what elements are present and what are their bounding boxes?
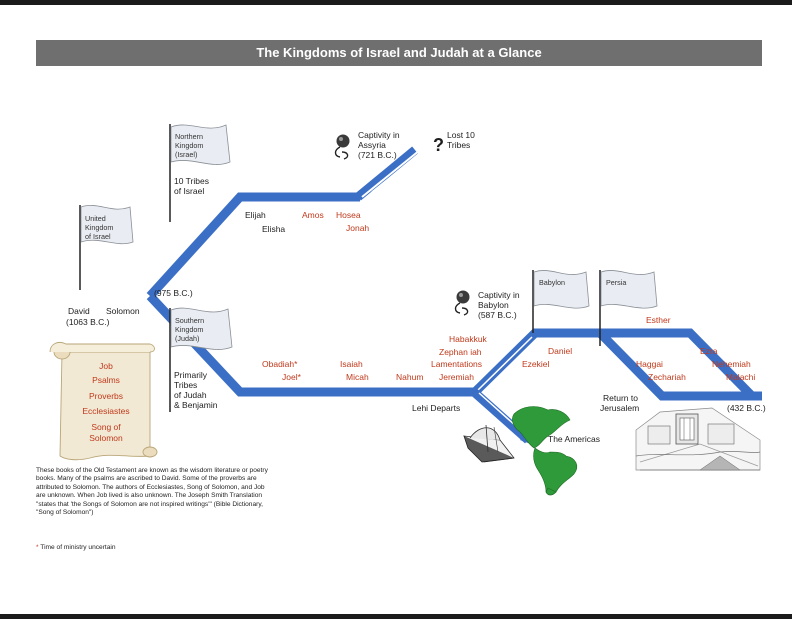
book-proverbs: Proverbs — [89, 391, 123, 401]
book-psalms: Psalms — [92, 375, 120, 385]
lost-tribes-label: Lost 10 — [447, 130, 475, 140]
prophet-ezra: Ezra — [700, 346, 718, 356]
flag-united-kingdom: United Kingdom of Israel — [79, 205, 134, 290]
babylon-track-highlight — [477, 336, 533, 391]
flag-label-line: Northern — [175, 132, 203, 141]
prophet-micah: Micah — [346, 372, 369, 382]
tribes-judah-label: Tribes — [174, 380, 197, 390]
wisdom-literature-note: These books of the Old Testament are kno… — [36, 467, 268, 517]
assyria-dispersal-track — [355, 146, 426, 201]
prophet-labels: Elijah Elisha Amos Hosea Jonah Obadiah* … — [245, 210, 755, 382]
prophet-zechariah: Zechariah — [648, 372, 686, 382]
prophet-malachi: Malachi — [726, 372, 755, 382]
tribes-judah-label: & Benjamin — [174, 400, 218, 410]
david-date: (1063 B.C.) — [66, 317, 110, 327]
prophet-elisha: Elisha — [262, 224, 285, 234]
ship-icon — [463, 424, 515, 463]
flag-persia: Persia — [599, 270, 658, 346]
tribes-judah-label: of Judah — [174, 390, 207, 400]
temple-icon — [635, 407, 761, 471]
prophet-obadiah: Obadiah* — [262, 359, 298, 369]
prophet-habakkuk: Habakkuk — [449, 334, 488, 344]
flag-label-line: Kingdom — [85, 223, 113, 232]
flag-label-line: Kingdom — [175, 325, 203, 334]
prophet-isaiah: Isaiah — [340, 359, 363, 369]
americas-map-icon — [512, 406, 578, 496]
northern-kingdom-track — [146, 192, 360, 300]
flag-label-line: (Judah) — [175, 334, 199, 343]
solomon-label: Solomon — [106, 306, 140, 316]
flag-label-line: United — [85, 214, 106, 223]
flag-label-line: Southern — [175, 316, 204, 325]
babylon-captivity-label: (587 B.C.) — [478, 310, 517, 320]
babylon-captivity-label: Babylon — [478, 300, 509, 310]
prophet-ezekiel: Ezekiel — [522, 359, 550, 369]
flag-northern-kingdom: Northern Kingdom (Israel) — [169, 124, 231, 222]
prophet-daniel: Daniel — [548, 346, 572, 356]
assyria-captivity-label: Captivity in — [358, 130, 400, 140]
top-border — [0, 0, 792, 5]
prophet-joel: Joel* — [282, 372, 302, 382]
ten-tribes-label: 10 Tribes — [174, 176, 209, 186]
lost-tribes-label: Tribes — [447, 140, 470, 150]
prophet-zephaniah: Zephan iah — [439, 347, 482, 357]
return-track — [596, 329, 752, 401]
shackle-icon — [334, 134, 350, 160]
book-solomon: Solomon — [89, 433, 123, 443]
flag-label-line: Kingdom — [175, 141, 203, 150]
footnote-text: Time of ministry uncertain — [40, 544, 116, 551]
flag-label-line: Persia — [606, 278, 626, 287]
prophet-amos: Amos — [302, 210, 324, 220]
prophet-jonah: Jonah — [346, 223, 369, 233]
prophet-esther: Esther — [646, 315, 671, 325]
bottom-border — [0, 614, 792, 619]
prophet-nahum: Nahum — [396, 372, 423, 382]
assyria-captivity-label: (721 B.C.) — [358, 150, 397, 160]
prophet-hosea: Hosea — [336, 210, 361, 220]
return-label: Jerusalem — [600, 403, 639, 413]
flag-babylon: Babylon — [532, 270, 590, 333]
tribes-judah-label: Primarily — [174, 370, 208, 380]
babylon-captivity-label: Captivity in — [478, 290, 520, 300]
assyria-captivity-label: Assyria — [358, 140, 386, 150]
scroll-book-list: Job Psalms Proverbs Ecclesiastes Song of… — [82, 361, 129, 443]
question-icon: ? — [433, 135, 444, 155]
persia-track — [600, 328, 756, 400]
footnote-asterisk: * — [36, 544, 39, 551]
ten-tribes-label: of Israel — [174, 186, 204, 196]
footnote: * Time of ministry uncertain — [36, 544, 116, 551]
prophet-nehemiah: Nehemiah — [712, 359, 751, 369]
lehi-departs-label: Lehi Departs — [412, 403, 460, 413]
book-song-of: Song of — [91, 422, 121, 432]
shackle-icon — [454, 290, 470, 316]
americas-label: The Americas — [548, 434, 600, 444]
scroll-icon — [49, 341, 158, 461]
prophet-elijah: Elijah — [245, 210, 266, 220]
return-label: Return to — [603, 393, 638, 403]
split-date: (975 B.C.) — [154, 288, 193, 298]
prophet-lamentations: Lamentations — [431, 359, 482, 369]
flag-label-line: of Israel — [85, 232, 111, 241]
page-title: The Kingdoms of Israel and Judah at a Gl… — [36, 40, 762, 66]
flag-southern-kingdom: Southern Kingdom (Judah) — [169, 307, 233, 412]
prophet-jeremiah: Jeremiah — [439, 372, 474, 382]
book-job: Job — [99, 361, 113, 371]
prophet-haggai: Haggai — [636, 359, 663, 369]
david-label: David — [68, 306, 90, 316]
end-date: (432 B.C.) — [727, 403, 766, 413]
flag-label-line: (Israel) — [175, 150, 197, 159]
flag-label-line: Babylon — [539, 278, 565, 287]
book-ecclesiastes: Ecclesiastes — [82, 406, 129, 416]
